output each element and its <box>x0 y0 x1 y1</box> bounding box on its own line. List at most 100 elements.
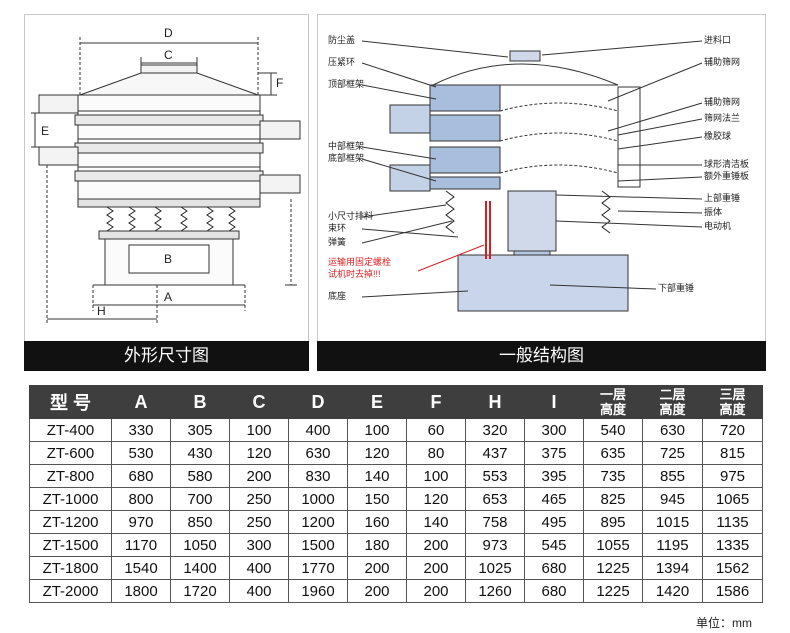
value-cell: 120 <box>406 487 466 511</box>
value-cell: 680 <box>524 556 584 580</box>
value-cell: 580 <box>170 464 230 488</box>
value-cell: 400 <box>229 579 289 603</box>
value-cell: 855 <box>642 464 703 488</box>
value-cell: 1260 <box>465 579 525 603</box>
value-cell: 1135 <box>702 510 763 534</box>
value-cell: 1195 <box>642 533 703 557</box>
label-top-frame: 顶部框架 <box>328 78 364 89</box>
value-cell: 300 <box>524 418 584 442</box>
column-header: B <box>170 385 230 419</box>
model-cell: ZT-400 <box>29 418 112 442</box>
value-cell: 120 <box>347 441 407 465</box>
value-cell: 200 <box>347 579 407 603</box>
label-base: 底座 <box>328 290 346 301</box>
value-cell: 140 <box>406 510 466 534</box>
caption-general-structure: 一般结构图 <box>317 341 766 371</box>
column-header: 一层高度 <box>583 385 643 419</box>
value-cell: 180 <box>347 533 407 557</box>
label-middle-frame: 中部框架 <box>328 140 364 151</box>
value-cell: 850 <box>170 510 230 534</box>
value-cell: 1562 <box>702 556 763 580</box>
label-screen-flange: 筛网法兰 <box>704 112 740 123</box>
value-cell: 495 <box>524 510 584 534</box>
model-cell: ZT-1500 <box>29 533 112 557</box>
value-cell: 200 <box>406 533 466 557</box>
column-header: E <box>347 385 407 419</box>
value-cell: 1025 <box>465 556 525 580</box>
column-header: 三层高度 <box>702 385 763 419</box>
value-cell: 250 <box>229 487 289 511</box>
label-upper-weight: 上部重锤 <box>704 192 740 203</box>
dim-label-e: E <box>41 124 49 138</box>
label-band-ring: 束环 <box>328 223 346 233</box>
value-cell: 1420 <box>642 579 703 603</box>
structure-drawing-panel: 防尘盖 压紧环 顶部框架 中部框架 底部框架 小尺寸排料 束环 弹簧 底座 运输… <box>317 14 766 342</box>
value-cell: 630 <box>288 441 348 465</box>
value-cell: 545 <box>524 533 584 557</box>
model-cell: ZT-2000 <box>29 579 112 603</box>
value-cell: 1500 <box>288 533 348 557</box>
value-cell: 1335 <box>702 533 763 557</box>
value-cell: 1065 <box>702 487 763 511</box>
value-cell: 680 <box>111 464 171 488</box>
value-cell: 1540 <box>111 556 171 580</box>
value-cell: 465 <box>524 487 584 511</box>
value-cell: 1050 <box>170 533 230 557</box>
value-cell: 1200 <box>288 510 348 534</box>
model-cell: ZT-600 <box>29 441 112 465</box>
label-motor: 电动机 <box>704 220 731 231</box>
value-cell: 1960 <box>288 579 348 603</box>
value-cell: 200 <box>406 579 466 603</box>
structure-right-labels: 进料口 辅助筛网 辅助筛网 筛网法兰 橡胶球 球形清洁板 额外重锤板 上部重锤 … <box>658 34 749 293</box>
outline-drawing: D C F E B A H <box>31 26 301 325</box>
value-cell: 720 <box>702 418 763 442</box>
label-dust-cover: 防尘盖 <box>328 34 355 45</box>
label-spring: 弹簧 <box>328 236 346 247</box>
value-cell: 1586 <box>702 579 763 603</box>
value-cell: 830 <box>288 464 348 488</box>
value-cell: 1770 <box>288 556 348 580</box>
unit-note: 单位：mm <box>696 616 752 630</box>
label-vibrating-body: 振体 <box>704 206 722 217</box>
label-aux-screen-2: 辅助筛网 <box>704 96 740 107</box>
column-header: C <box>229 385 289 419</box>
label-clamp-ring: 压紧环 <box>328 57 355 67</box>
dim-label-h: H <box>97 304 106 318</box>
dim-label-d: D <box>164 26 173 40</box>
dim-label-f: F <box>276 76 283 90</box>
value-cell: 375 <box>524 441 584 465</box>
label-ball-cleaning: 球形清洁板 <box>704 158 749 169</box>
value-cell: 80 <box>406 441 466 465</box>
value-cell: 1394 <box>642 556 703 580</box>
value-cell: 1720 <box>170 579 230 603</box>
value-cell: 825 <box>583 487 643 511</box>
dim-label-b: B <box>164 252 172 266</box>
value-cell: 635 <box>583 441 643 465</box>
dim-label-c: C <box>164 48 173 62</box>
value-cell: 150 <box>347 487 407 511</box>
value-cell: 1055 <box>583 533 643 557</box>
value-cell: 305 <box>170 418 230 442</box>
value-cell: 975 <box>702 464 763 488</box>
value-cell: 160 <box>347 510 407 534</box>
value-cell: 1170 <box>111 533 171 557</box>
value-cell: 1225 <box>583 579 643 603</box>
value-cell: 1225 <box>583 556 643 580</box>
value-cell: 437 <box>465 441 525 465</box>
value-cell: 800 <box>111 487 171 511</box>
value-cell: 725 <box>642 441 703 465</box>
value-cell: 60 <box>406 418 466 442</box>
value-cell: 1000 <box>288 487 348 511</box>
value-cell: 540 <box>583 418 643 442</box>
value-cell: 200 <box>406 556 466 580</box>
label-aux-screen-1: 辅助筛网 <box>704 56 740 67</box>
value-cell: 140 <box>347 464 407 488</box>
